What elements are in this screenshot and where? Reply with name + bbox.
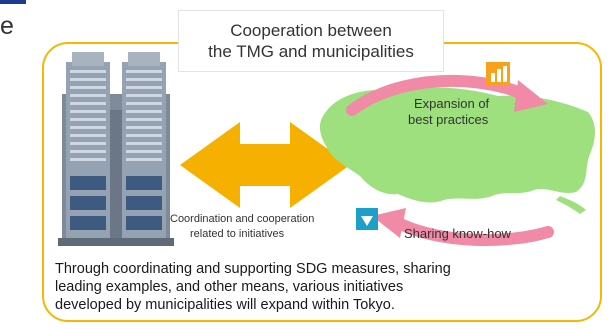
description-line-2: leading examples, and other means, vario… (55, 279, 404, 295)
coordination-label-line-1: Coordination and cooperation (170, 213, 315, 225)
tokyo-map-icon (319, 87, 595, 203)
description-line-1: Through coordinating and supporting SDG … (55, 261, 451, 277)
clipped-heading-fragment: ▬ (0, 0, 26, 11)
sdg-badge-icon (486, 62, 510, 86)
title-line-2: the TMG and municipalities (208, 42, 414, 61)
clipped-text-fragment: e (0, 12, 14, 40)
description-line-3: developed by municipalities will expand … (55, 297, 395, 313)
sdg-badge-icon (356, 208, 378, 230)
expansion-label-line-2: best practices (408, 112, 489, 127)
coordination-label-line-2: related to initiatives (190, 228, 285, 240)
double-arrow-icon (180, 122, 350, 208)
tokyo-map-island (556, 196, 586, 214)
expansion-label-line-1: Expansion of (414, 96, 490, 111)
diagram-title: Cooperation between the TMG and municipa… (178, 10, 444, 72)
building-icon (58, 52, 174, 246)
expansion-curved-arrow (346, 74, 548, 116)
title-line-1: Cooperation between (230, 21, 392, 40)
sharing-label: Sharing know-how (404, 226, 511, 241)
description-text: Through coordinating and supporting SDG … (55, 260, 575, 314)
sharing-curved-arrow (372, 208, 554, 246)
